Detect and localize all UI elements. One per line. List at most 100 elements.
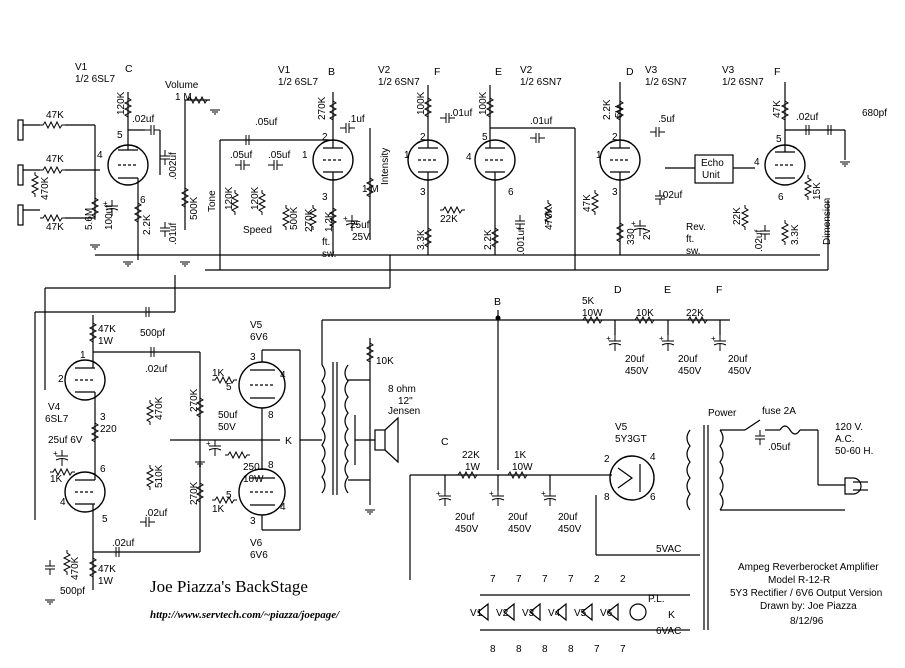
heater-v1-bottom-pin: 8: [490, 644, 496, 655]
v6-output-label: V6: [250, 538, 263, 549]
volume-value: 1 M: [175, 92, 192, 103]
label-r1k-d: 1K: [514, 450, 527, 461]
label-c05-a: .05uf: [255, 117, 277, 128]
heater-v3-label: V3: [522, 608, 535, 619]
label-c02-g: .02uf: [112, 538, 134, 549]
label-6vac: 6VAC: [656, 626, 681, 637]
label-r120k-a: 120K: [116, 91, 127, 115]
label-r10k-b: 10K: [636, 308, 654, 319]
echo-unit-box: [694, 154, 734, 184]
label-450v-c: 450V: [728, 366, 752, 377]
supply-d-top: D: [626, 66, 634, 78]
label-r270k-c: 270K: [189, 388, 200, 412]
label-r22k-a: 22K: [440, 214, 458, 225]
speed-switch-ft: ft.: [322, 237, 330, 248]
label-c100uf: 100uf: [104, 205, 115, 230]
pin-v3a-1: 1: [596, 150, 602, 161]
power-supply-section: [409, 310, 868, 631]
v4-type: 6SL7: [45, 414, 69, 425]
label-c680: 680pf: [862, 108, 887, 119]
label-r470k-b: 470K: [544, 206, 555, 230]
label-speaker-size: 12": [398, 396, 413, 407]
intensity-value: 1 M: [362, 184, 379, 195]
supply-f-top-2: F: [774, 66, 780, 78]
pin-v1a-4: 4: [97, 150, 103, 161]
heater-v1-icon: [477, 602, 489, 622]
heater-v4-top-pin: 7: [568, 574, 574, 585]
rectifier-label: V5: [615, 422, 628, 433]
label-c20-c: 20uf: [728, 354, 748, 365]
output-section: [34, 255, 498, 605]
title-line-4: Drawn by: Joe Piazza: [760, 601, 857, 612]
label-2v: 2V: [642, 227, 653, 240]
supply-e-node: E: [664, 284, 671, 296]
pin-v3b-4: 4: [754, 157, 760, 168]
label-unit: Unit: [702, 170, 720, 181]
pin-v3b-6: 6: [778, 192, 784, 203]
pin-rect-4: 4: [650, 452, 656, 463]
heater-v4-icon: [555, 602, 567, 622]
label-r1k-c: 1K: [212, 504, 225, 515]
label-k: K: [285, 435, 292, 447]
label-r47k-c: 47K: [46, 222, 64, 233]
label-r2-2k-a: 2.2K: [142, 214, 153, 235]
v3b-label: V3: [722, 65, 735, 76]
title-line-1: Ampeg Reverberocket Amplifier: [738, 562, 879, 573]
pin-v4-1: 1: [80, 350, 86, 361]
label-5vac: 5VAC: [656, 544, 681, 555]
pin-v2a-3: 3: [420, 187, 426, 198]
preamp-section: [17, 82, 851, 271]
label-c05-d: .05uf: [768, 442, 790, 453]
label-r510k: 510K: [154, 464, 165, 488]
pin-v6-3: 3: [250, 516, 256, 527]
label-c02-d: .02uf: [754, 230, 765, 252]
pin-v4-6: 6: [100, 464, 106, 475]
label-echo: Echo: [701, 158, 724, 169]
label-c01-a: .01uf: [168, 223, 179, 245]
label-c20-f: 20uf: [558, 512, 578, 523]
label-10w-c: 10W: [512, 462, 533, 473]
label-c05-c: .05uf: [268, 150, 290, 161]
supply-f-node: F: [716, 284, 722, 296]
label-r100k-a: 100K: [416, 91, 427, 115]
v3a-type: 1/2 6SN7: [645, 77, 687, 88]
label-r47k-e: 47K: [772, 100, 783, 118]
label-r22k-b: 22K: [732, 207, 743, 225]
label-1w-b: 1W: [98, 576, 114, 587]
rev-switch-label: Rev.: [686, 222, 706, 233]
heater-v3-bottom-pin: 8: [542, 644, 548, 655]
supply-f-top: F: [434, 66, 440, 78]
v2a-type: 1/2 6SN7: [378, 77, 420, 88]
supply-d-node: D: [614, 284, 622, 296]
title-line-2: Model R-12-R: [768, 575, 830, 586]
pin-v1b-1: 1: [302, 150, 308, 161]
heater-v6-label: V6: [600, 608, 613, 619]
v2b-type: 1/2 6SN7: [520, 77, 562, 88]
tone-label: Tone: [207, 190, 218, 212]
label-r47k-b: 47K: [46, 154, 64, 165]
v1b-label: V1: [278, 65, 291, 76]
credit-title: Joe Piazza's BackStage: [150, 577, 308, 596]
label-c20-a: 20uf: [625, 354, 645, 365]
input-jacks: [17, 119, 101, 250]
label-mains-voltage: 120 V.: [835, 422, 863, 433]
heater-v1-top-pin: 7: [490, 574, 496, 585]
v5-output-type: 6V6: [250, 332, 268, 343]
pin-rect-2: 2: [604, 454, 610, 465]
supply-b-node: B: [494, 296, 501, 308]
label-r5-6m: 5.6M: [84, 208, 95, 230]
label-450v-f: 450V: [558, 524, 582, 535]
v4-label: V4: [48, 402, 61, 413]
label-c02-c: .02uf: [796, 112, 818, 123]
pin-v4-3: 3: [100, 412, 106, 423]
label-c500pf-a: 500pf: [140, 328, 165, 339]
label-r1k-a: 1K: [50, 474, 63, 485]
pin-v1a-5: 5: [117, 130, 123, 141]
label-c02-e: .02uf: [145, 364, 167, 375]
speed-label: Speed: [243, 225, 272, 236]
pin-rect-6: 6: [650, 492, 656, 503]
label-r2-2k-c: 2.2K: [602, 99, 613, 120]
label-450v-d: 450V: [455, 524, 479, 535]
rectifier-type: 5Y3GT: [615, 434, 647, 445]
